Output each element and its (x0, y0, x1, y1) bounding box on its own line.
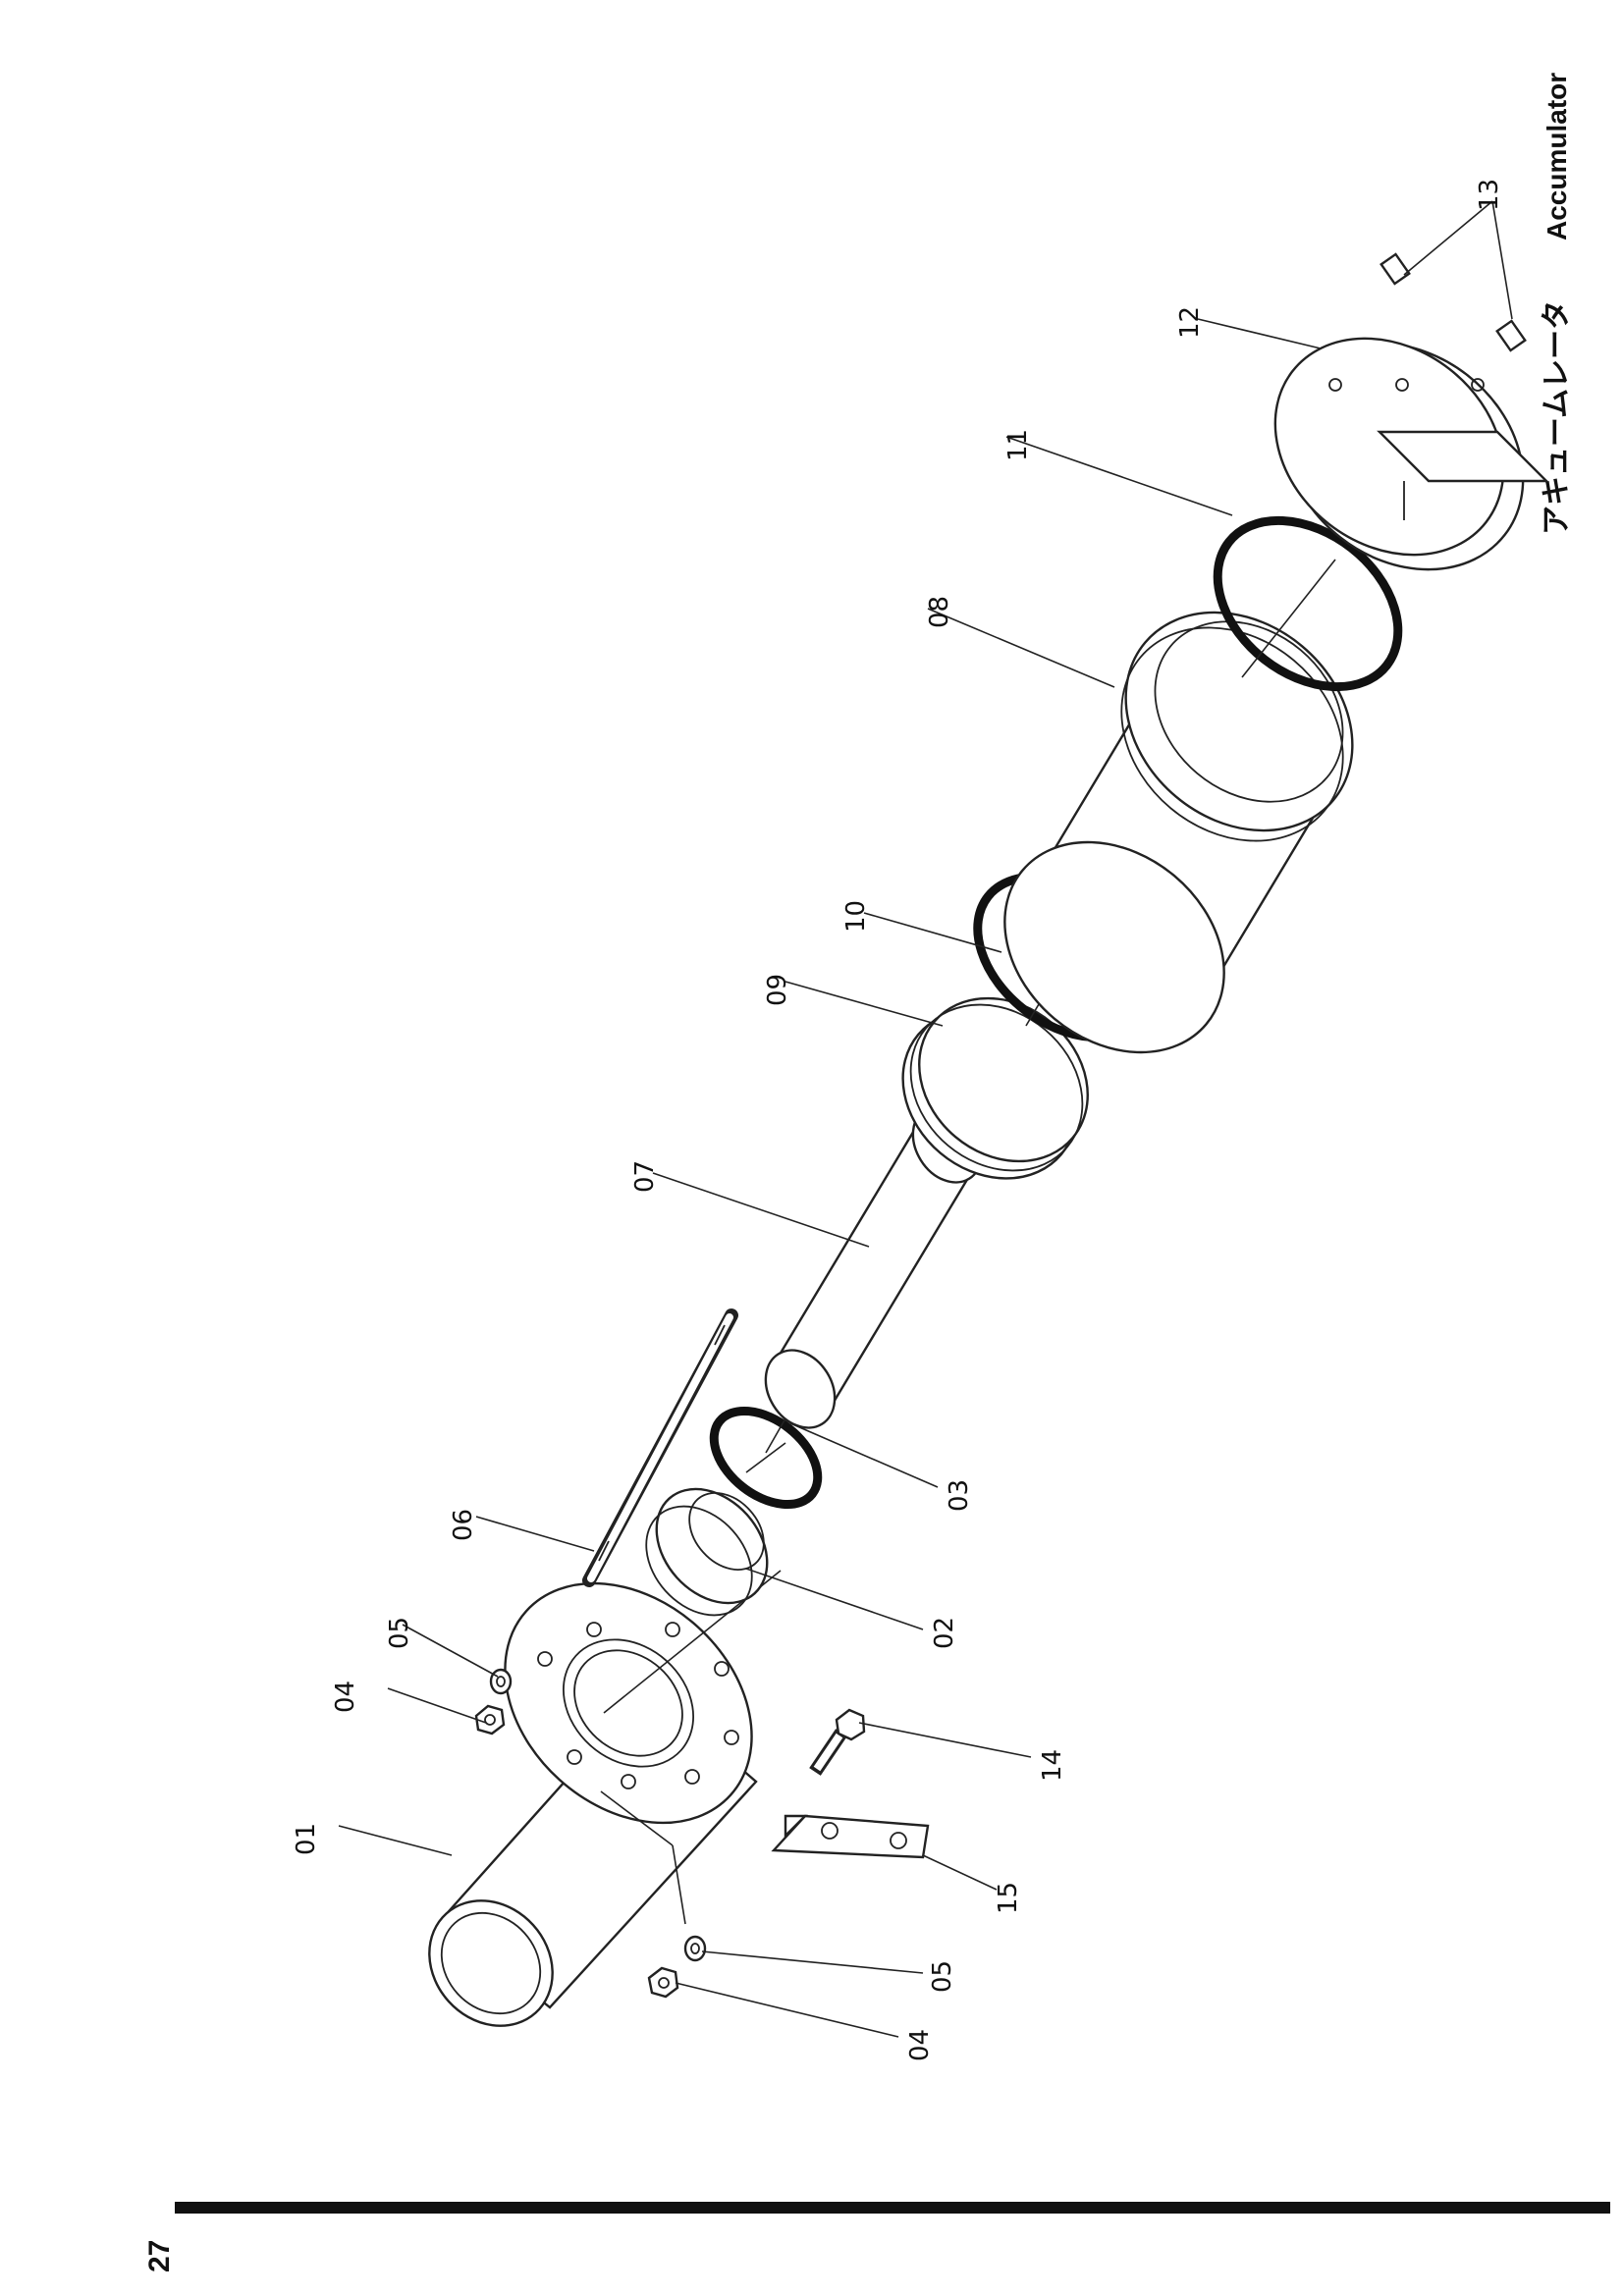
callout-05-lower: 05 (928, 1960, 957, 1993)
part-08-cylinder (1003, 611, 1354, 1054)
part-02-bushing (645, 1487, 769, 1617)
callout-11: 11 (1003, 429, 1033, 461)
part-05-washer-lower (683, 1935, 707, 1962)
part-13-plugs (1380, 252, 1527, 352)
part-06-tie-rod (582, 1308, 738, 1587)
callout-10: 10 (841, 900, 871, 933)
callout-03: 03 (945, 1479, 974, 1512)
callout-06: 06 (449, 1509, 478, 1541)
part-05-washer-upper (489, 1668, 513, 1695)
callout-09: 09 (763, 974, 792, 1006)
title-english: Accumulator (1542, 73, 1572, 240)
callout-14: 14 (1038, 1749, 1067, 1782)
part-01-body (428, 1570, 782, 2027)
page-number: 27 (143, 2240, 176, 2272)
part-14-bolt (809, 1708, 866, 1776)
footer-rule (175, 2202, 1610, 2214)
part-15-bracket (771, 1814, 930, 1859)
callout-04-upper: 04 (331, 1681, 360, 1713)
part-04-nut-upper (474, 1704, 506, 1735)
part-09-piston (901, 996, 1089, 1180)
part-11-o-ring (1213, 515, 1403, 692)
title-japanese: アキュームレータ (1540, 300, 1574, 535)
callout-01: 01 (292, 1823, 321, 1855)
callout-13: 13 (1475, 179, 1504, 211)
callout-08: 08 (925, 596, 954, 628)
part-03-o-ring (709, 1406, 823, 1510)
callout-05-upper: 05 (385, 1617, 414, 1649)
callout-15: 15 (994, 1882, 1023, 1914)
callout-12: 12 (1175, 306, 1205, 339)
part-12-end-cap (1273, 337, 1549, 571)
part-04-nut-lower (647, 1966, 679, 1999)
callout-04-lower: 04 (905, 2029, 935, 2061)
callout-07: 07 (630, 1160, 660, 1193)
callout-02: 02 (930, 1617, 959, 1649)
